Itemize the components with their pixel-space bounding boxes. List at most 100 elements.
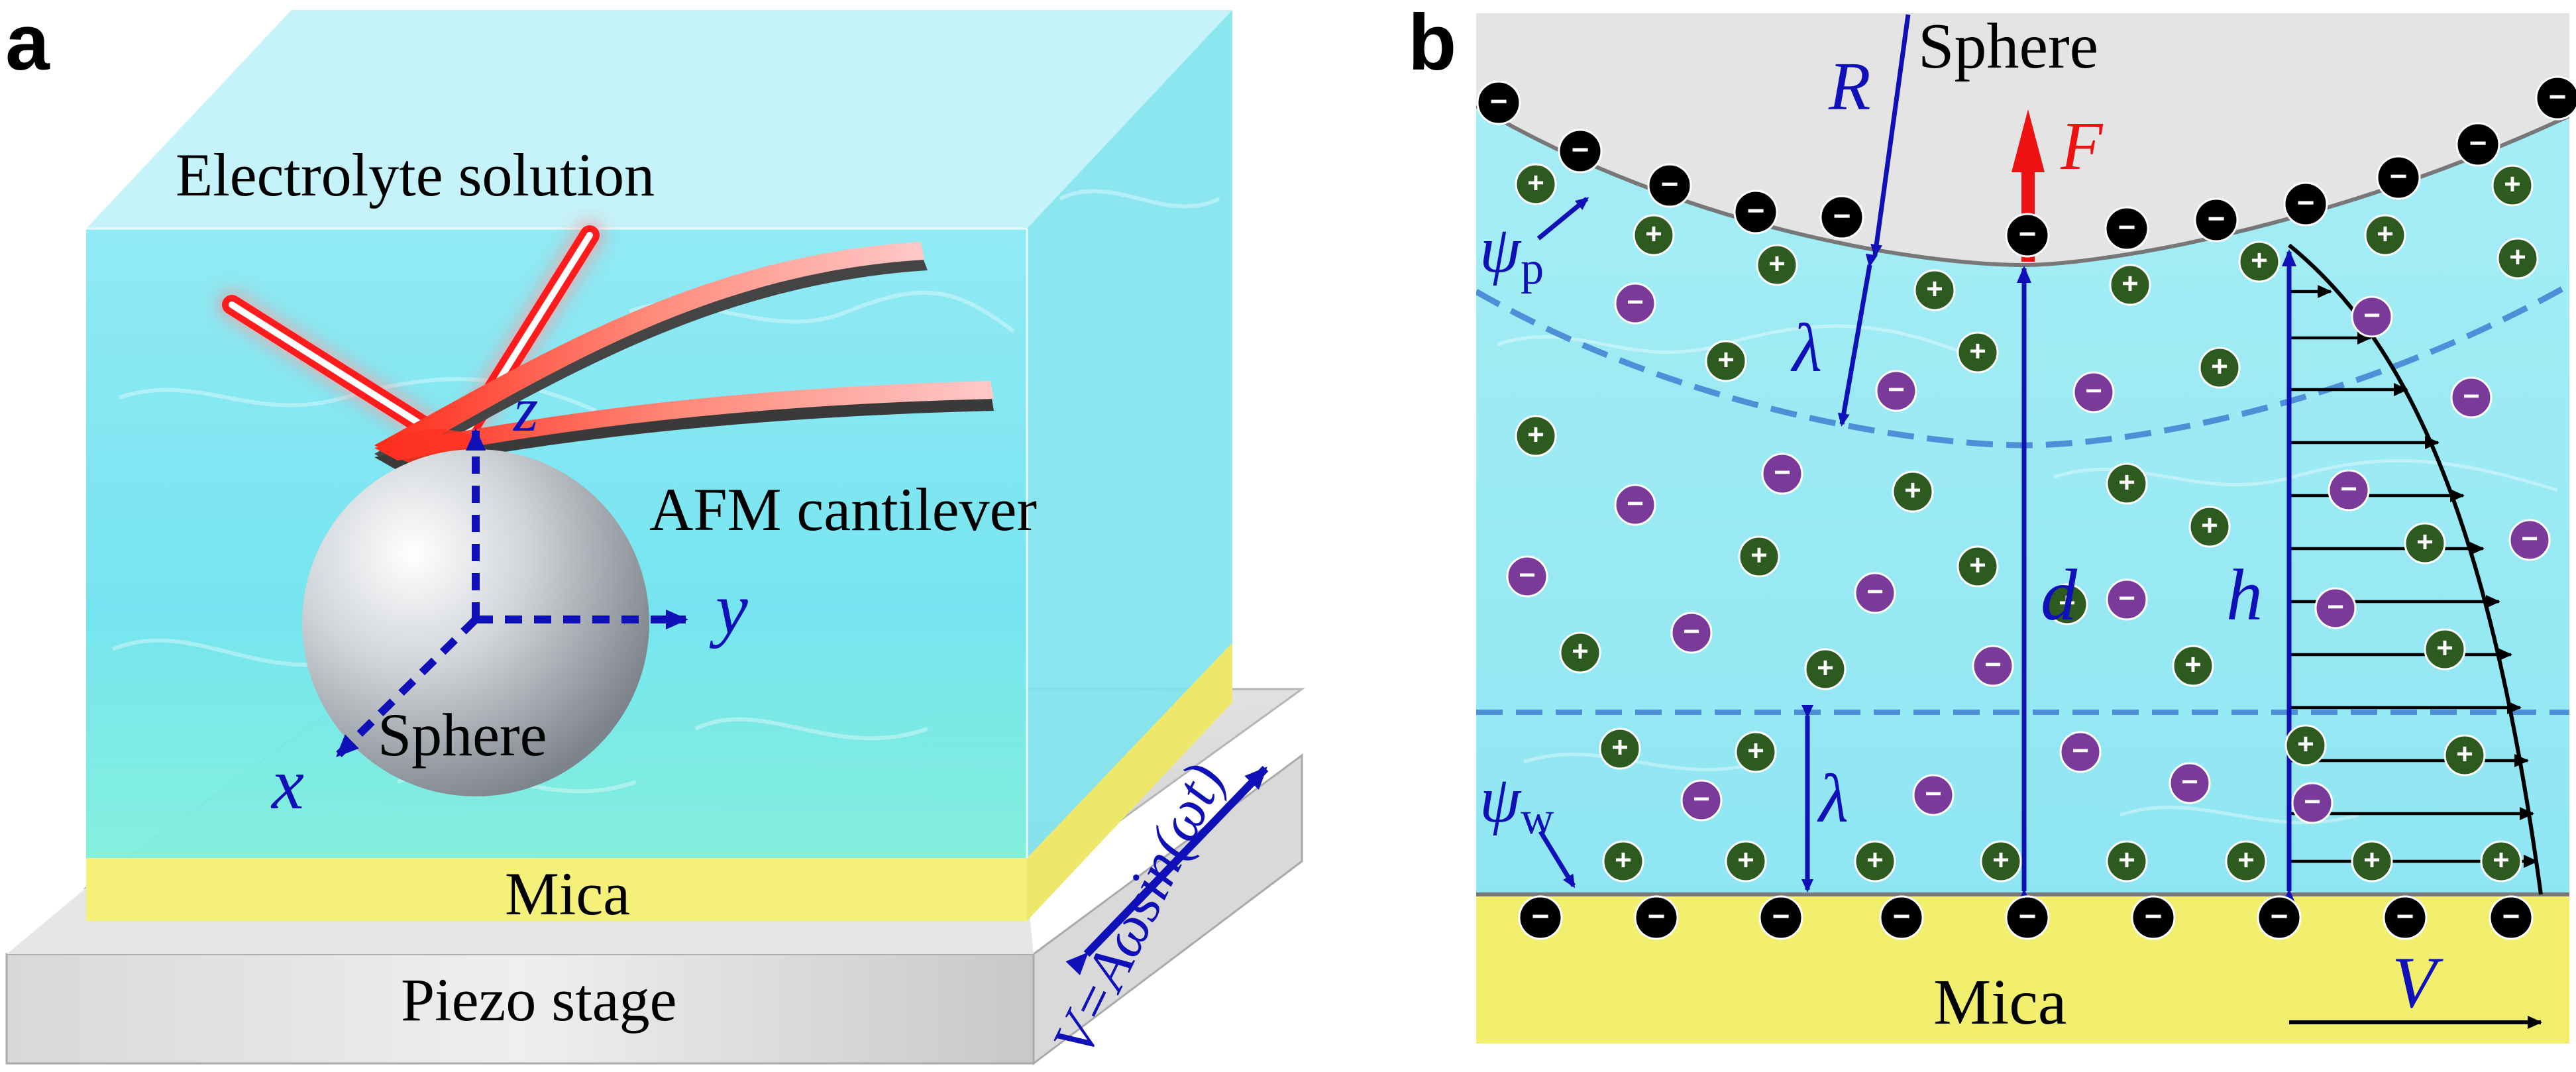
cation-ion: + [2443, 734, 2486, 777]
R-pointer [1870, 14, 1911, 258]
panel-a-letter: a [5, 0, 50, 87]
cation-ion: + [2106, 840, 2148, 883]
svg-text:−: − [2019, 216, 2037, 250]
panel-a: z y x V=Aωsin(ωt) Electrolyte solution A… [5, 0, 1305, 1066]
anion-ion: − [1875, 370, 1917, 412]
svg-text:+: + [1866, 844, 1884, 877]
flow-profile [2288, 243, 2543, 895]
svg-text:+: + [1717, 344, 1735, 376]
surface-charge-sphere: − [2455, 122, 2500, 167]
cation-ion: + [1980, 840, 2022, 883]
svg-text:+: + [2456, 738, 2473, 771]
anion-ion: − [2059, 731, 2102, 773]
surface-charge-sphere: − [2283, 182, 2328, 227]
svg-text:−: − [2145, 898, 2163, 933]
cation-ion: + [2046, 583, 2088, 625]
cation-ion: + [2364, 214, 2406, 256]
stage-motion-arrow [1065, 765, 1269, 976]
cation-ion: + [1735, 731, 1777, 773]
svg-text:+: + [2504, 168, 2521, 201]
surface-charge-sphere: − [1476, 80, 1521, 125]
svg-text:−: − [2304, 786, 2321, 818]
svg-text:+: + [2251, 244, 2268, 277]
cation-ion: + [2491, 164, 2534, 207]
svg-text:−: − [1490, 83, 1508, 118]
coordinate-axes [335, 428, 688, 759]
anion-ion: − [1912, 774, 1955, 816]
svg-text:+: + [1645, 218, 1662, 250]
psi-p-label: ψp [1479, 213, 1544, 294]
svg-text:−: − [1888, 374, 1905, 406]
cation-ion: + [1854, 840, 1896, 883]
svg-text:−: − [2502, 898, 2520, 933]
axis-z-label: z [512, 374, 538, 445]
svg-text:−: − [2072, 735, 2089, 767]
cation-ion: + [2188, 506, 2231, 548]
ions: −−−−−−−−−−−−−−−−−−−−−+++++++++++++++++++… [1476, 76, 2576, 940]
cation-ion: + [2109, 264, 2151, 306]
electrolyte-label: Electrolyte solution [176, 141, 655, 209]
svg-text:−: − [2297, 185, 2315, 219]
svg-text:−: − [1627, 286, 1644, 319]
dimension-arrows [1536, 14, 2296, 906]
svg-text:+: + [1747, 735, 1764, 767]
surface-charge-mica: − [1518, 895, 1563, 940]
svg-text:−: − [1648, 898, 1666, 933]
svg-text:−: − [2118, 209, 2136, 244]
d-label: d [2041, 555, 2078, 635]
cation-ion: + [1957, 331, 1999, 374]
anion-ion: − [1670, 612, 1713, 654]
svg-text:−: − [1693, 783, 1710, 816]
surface-charge-sphere: − [1647, 163, 1692, 208]
svg-text:−: − [1627, 488, 1644, 520]
svg-text:+: + [1737, 844, 1754, 877]
cation-ion: + [1515, 415, 1557, 457]
svg-text:+: + [2059, 587, 2076, 619]
svg-text:−: − [1683, 616, 1700, 648]
anion-ion: − [2314, 587, 2357, 629]
cation-ion: + [1738, 535, 1780, 578]
psi-w-label: ψw [1479, 763, 1554, 844]
cation-ion: + [2284, 724, 2327, 767]
cation-ion: + [2225, 840, 2267, 883]
surface-charge-sphere: − [2376, 155, 2421, 200]
svg-text:−: − [2549, 79, 2567, 113]
mica-label-b: Mica [1933, 967, 2066, 1038]
surface-charge-mica: − [2257, 895, 2302, 940]
svg-text:−: − [2181, 766, 2198, 798]
cation-ion: + [1892, 470, 1934, 513]
svg-text:−: − [2208, 201, 2226, 235]
cation-ion: + [1599, 727, 1641, 770]
surface-charge-mica: − [2005, 895, 2050, 940]
svg-text:−: − [1774, 456, 1791, 489]
surface-charge-sphere: − [2535, 76, 2576, 121]
cation-ion: + [2198, 347, 2241, 389]
cation-ion: + [1913, 269, 1956, 311]
svg-text:+: + [2509, 241, 2526, 274]
svg-text:+: + [2118, 844, 2135, 877]
h-label: h [2226, 555, 2263, 635]
water-top [86, 10, 1232, 229]
svg-text:−: − [2463, 380, 2480, 413]
svg-text:−: − [2118, 582, 2135, 615]
svg-text:+: + [2377, 218, 2394, 250]
water-side [1027, 10, 1232, 858]
mica-front [86, 858, 1027, 921]
cation-ion: + [2106, 462, 2148, 505]
svg-text:−: − [1866, 576, 1884, 608]
svg-text:+: + [1768, 248, 1786, 280]
cation-ion: + [1705, 340, 1747, 382]
cation-ion: + [1633, 214, 1675, 256]
anion-ion: − [2106, 578, 2148, 621]
axis-x-label: x [270, 743, 304, 824]
svg-text:+: + [2363, 844, 2381, 877]
cation-ion: + [1957, 545, 1999, 588]
anion-ion: − [1854, 572, 1896, 614]
svg-text:−: − [2327, 591, 2344, 623]
sphere-label-a: Sphere [378, 701, 547, 769]
panel-b-letter: b [1408, 0, 1456, 87]
surface-charge-sphere: − [1558, 129, 1603, 174]
surface-charge-sphere: − [1819, 195, 1864, 240]
svg-text:+: + [1969, 549, 1986, 582]
